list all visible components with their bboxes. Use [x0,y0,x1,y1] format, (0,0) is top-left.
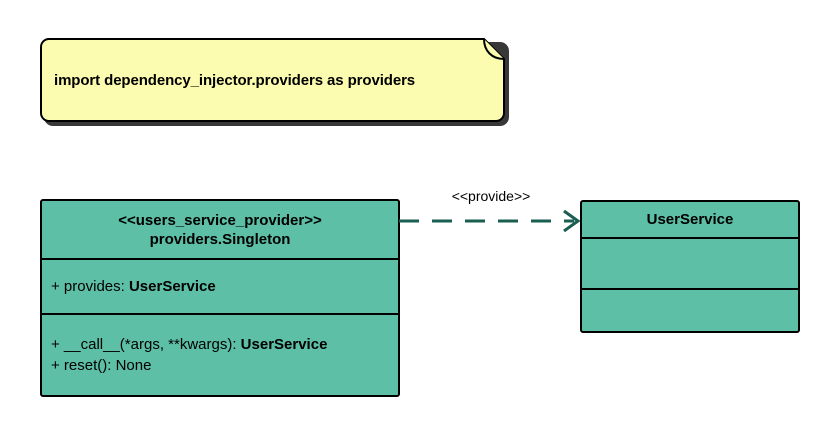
class-name: UserService [646,211,734,228]
class-attributes-compartment [582,237,798,288]
note-text: import dependency_injector.providers as … [54,71,416,89]
attribute-type: UserService [128,278,216,295]
operation-type: UserService [240,336,328,353]
operation-label: + reset(): None [51,357,152,374]
attribute-label: + provides: [51,278,129,295]
class-operations-compartment: + __call__(*args, **kwargs): UserService… [42,313,398,395]
operation-label: + __call__(*args, **kwargs): [51,336,241,353]
attribute-row: + provides: UserService [51,276,389,297]
class-title-compartment: <<users_service_provider>> providers.Sin… [42,201,398,258]
note-body [40,38,505,122]
operation-row: + reset(): None [51,355,389,376]
class-title-compartment: UserService [582,202,798,237]
class-attributes-compartment: + provides: UserService [42,258,398,313]
dependency-stereotype-label: <<provide>> [451,188,531,204]
class-stereotype: <<users_service_provider>> [118,211,322,229]
note-import[interactable]: import dependency_injector.providers as … [40,38,509,126]
operation-row: + __call__(*args, **kwargs): UserService [51,334,389,355]
class-box-user-service[interactable]: UserService [580,200,803,336]
class-box-users-service-provider[interactable]: <<users_service_provider>> providers.Sin… [40,199,403,400]
class-operations-compartment [582,288,798,331]
class-name: providers.Singleton [149,230,291,248]
